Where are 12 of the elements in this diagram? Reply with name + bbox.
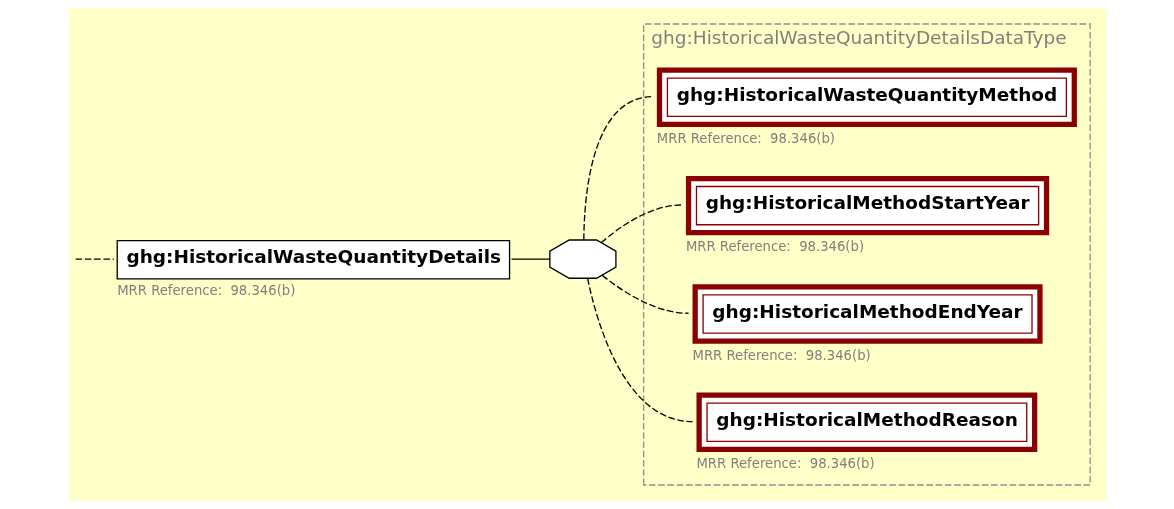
node-label: MRR Reference: 98.346(b) [656,130,835,146]
connector [582,96,654,241]
connector [510,258,550,260]
node-label: MRR Reference: 98.346(b) [692,347,871,363]
node-label: MRR Reference: 98.346(b) [695,455,875,471]
connector [601,274,689,314]
connector [600,204,683,244]
node-octagon [548,239,617,279]
connector [74,258,115,260]
connector [586,277,693,423]
node-label: MRR Reference: 98.346(b) [116,282,295,298]
node-label: MRR Reference: 98.346(b) [685,239,864,255]
